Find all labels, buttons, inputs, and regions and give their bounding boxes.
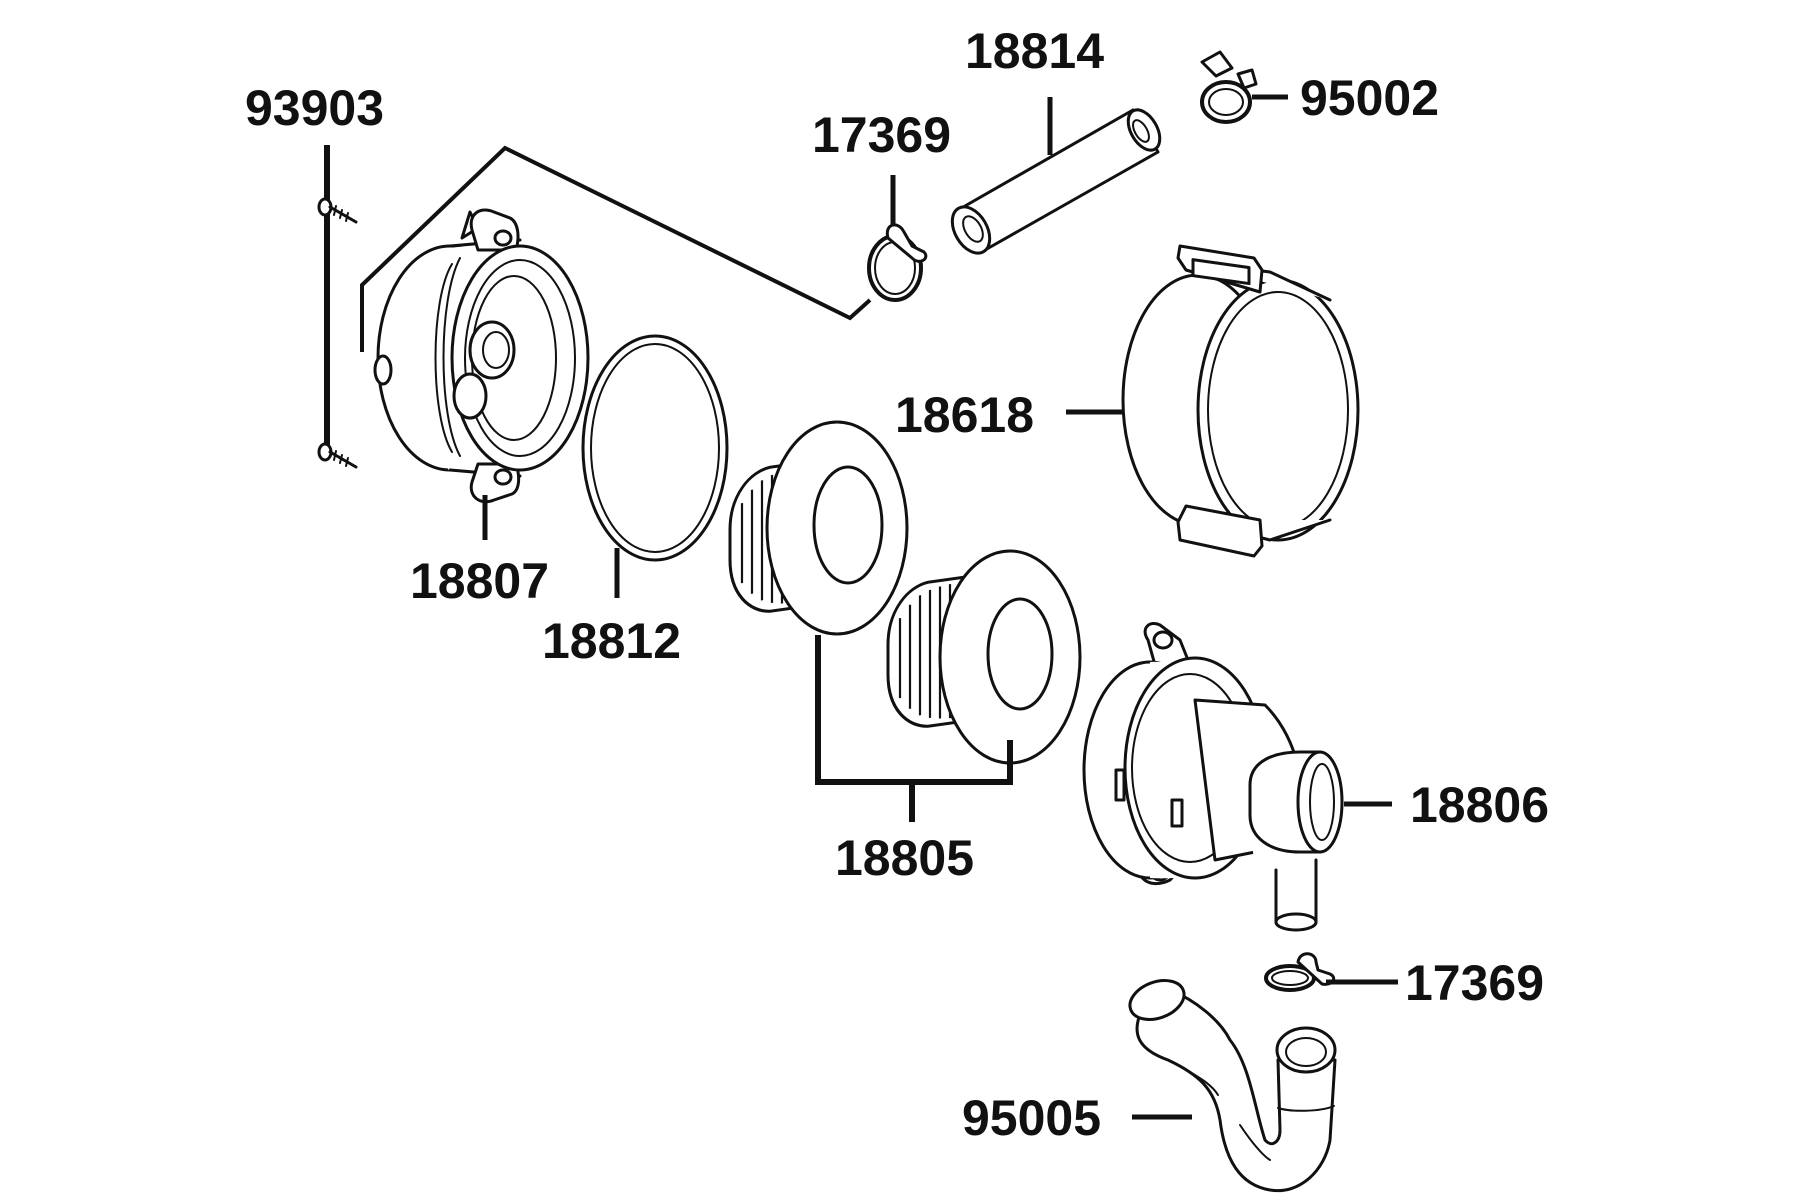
label-93903: 93903 [245,80,384,136]
label-95002: 95002 [1300,70,1439,126]
screw-lower [317,442,358,469]
band-clamp-18618 [1066,244,1360,558]
label-18812: 18812 [542,613,681,669]
o-ring-18812 [581,334,729,598]
screw-upper [317,197,358,224]
label-18618: 18618 [895,387,1034,443]
hose-18814 [950,97,1162,255]
label-18814: 18814 [965,23,1104,79]
label-18807: 18807 [410,553,549,609]
hose-clamp-95002 [1200,50,1288,124]
assembly-bracket [360,145,872,352]
filter-housing-18806 [1082,622,1392,932]
label-17369-bottom: 17369 [1405,955,1544,1011]
label-18805: 18805 [835,830,974,886]
label-18806: 18806 [1410,777,1549,833]
label-95005: 95005 [962,1090,1101,1146]
bent-hose-95005 [1128,979,1337,1193]
label-17369-top: 17369 [812,107,951,163]
clip-clamp-17369-top [867,175,928,302]
clip-clamp-17369-bottom [1264,952,1398,992]
filter-cover-18807 [373,208,590,540]
screw-pair-93903 [317,145,358,469]
